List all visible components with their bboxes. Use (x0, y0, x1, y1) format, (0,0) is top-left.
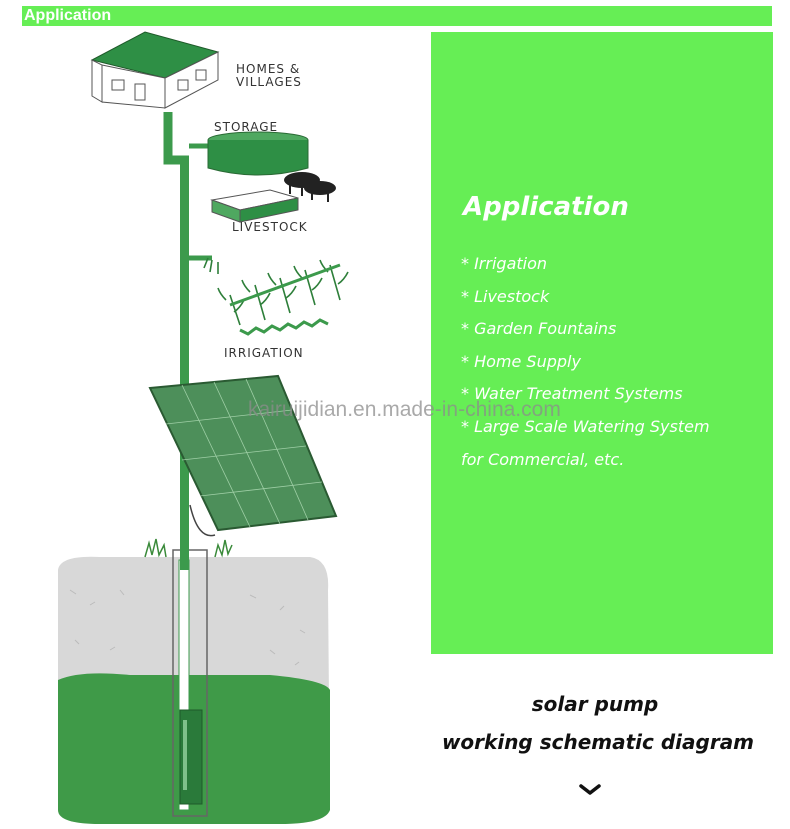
section-header: Application (22, 6, 772, 26)
chevron-down-icon[interactable] (578, 782, 602, 803)
label-livestock: LIVESTOCK (232, 220, 308, 234)
list-item: * Garden Fountains (461, 319, 617, 339)
application-list: * Irrigation * Livestock * Garden Founta… (461, 248, 710, 476)
watermark: kairuijidian.en.made-in-china.com (248, 398, 561, 421)
caption-line-2: working schematic diagram (441, 730, 755, 754)
label-storage: STORAGE (214, 120, 279, 134)
application-panel: Application * Irrigation * Livestock * G… (431, 32, 773, 654)
section-header-title: Application (24, 7, 112, 24)
list-item: * Water Treatment Systems (461, 384, 683, 404)
solar-panel (148, 374, 338, 537)
solar-pump-diagram: HOMES & VILLAGES STORAGE LIVESTOCK IRRIG… (40, 30, 420, 824)
label-irrigation: IRRIGATION (224, 346, 304, 360)
well-casing (172, 549, 208, 817)
list-item: * Irrigation (461, 254, 548, 273)
application-title: Application (463, 192, 629, 222)
irrigation-crops (203, 257, 349, 336)
diagram-illustration (58, 31, 349, 824)
list-item: * Livestock (461, 286, 550, 306)
label-homes-villages: HOMES & VILLAGES (236, 62, 302, 89)
list-item: * Large Scale Watering System (461, 416, 710, 436)
list-item: * Home Supply (461, 351, 581, 371)
caption-line-1: solar pump (531, 692, 659, 716)
storage-tank (207, 131, 309, 176)
house-illustration (90, 31, 220, 109)
list-item: for Commercial, etc. (461, 449, 625, 469)
livestock-trough (210, 172, 336, 223)
